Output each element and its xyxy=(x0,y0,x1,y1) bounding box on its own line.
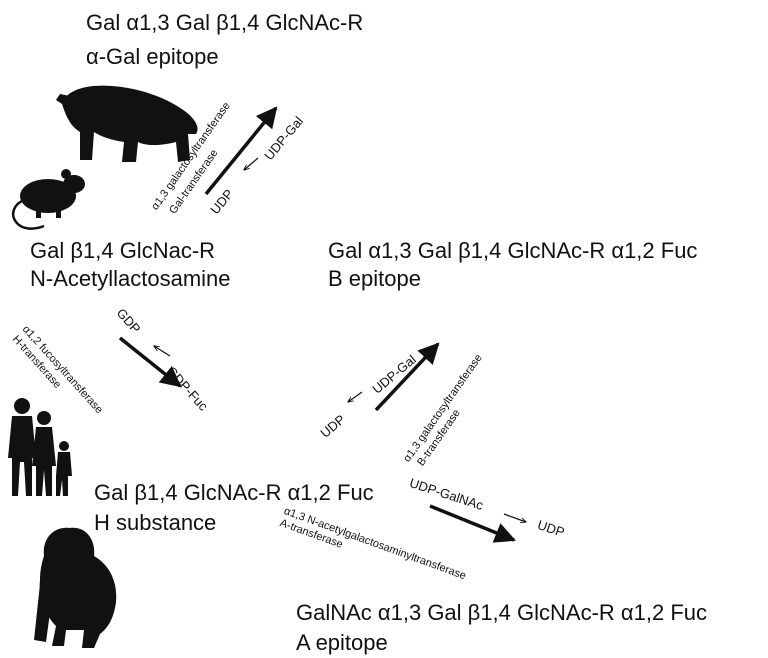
lacnac-formula: Gal β1,4 GlcNac-R xyxy=(30,238,216,263)
h-substance-label: H substance xyxy=(94,510,217,535)
gdp-release-arrow xyxy=(154,346,171,357)
h-transferase-arrow xyxy=(118,336,182,388)
b-epitope-formula: Gal α1,3 Gal β1,4 GlcNAc-R α1,2 Fuc xyxy=(328,238,698,263)
alpha-gal-formula: Gal α1,3 Gal β1,4 GlcNAc-R xyxy=(86,10,364,35)
a-epitope-formula: GalNAc α1,3 Gal β1,4 GlcNAc-R α1,2 Fuc xyxy=(296,600,707,625)
a-transferase-arrow xyxy=(429,504,516,543)
udp-release-arrow-a xyxy=(503,513,526,522)
udp-release-arrow-b xyxy=(348,391,363,402)
udp-release-arrow-gal xyxy=(244,157,259,170)
rat-icon xyxy=(12,169,85,230)
human-family-icon xyxy=(8,398,72,496)
h-substance-formula: Gal β1,4 GlcNAc-R α1,2 Fuc xyxy=(94,480,374,505)
b-transferase-arrow xyxy=(374,342,440,412)
a-epitope-label: A epitope xyxy=(296,630,388,655)
gorilla-icon xyxy=(34,527,117,648)
lacnac-label: N-Acetyllactosamine xyxy=(30,266,231,291)
gal-transferase-arrow xyxy=(204,106,278,196)
alpha-gal-label: α-Gal epitope xyxy=(86,44,219,69)
b-epitope-label: B epitope xyxy=(328,266,421,291)
pig-icon xyxy=(56,85,198,162)
